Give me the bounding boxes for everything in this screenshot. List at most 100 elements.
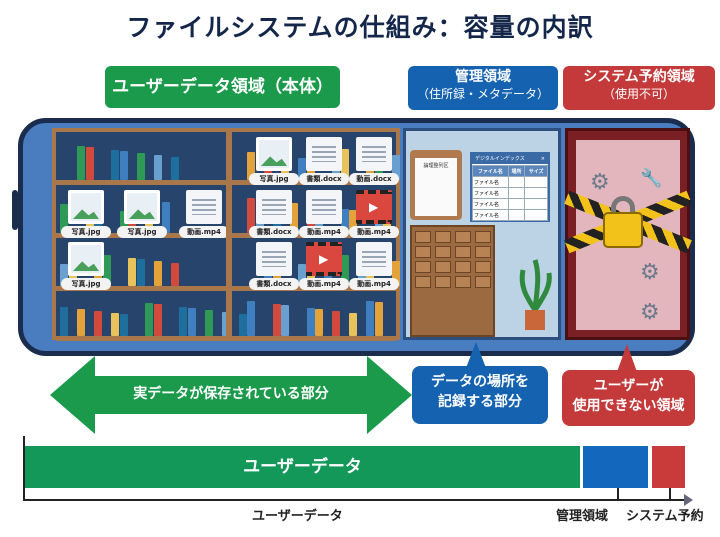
drawer [455,276,471,288]
callout-management: データの場所を 記録する部分 [412,366,548,424]
book [94,311,102,336]
callout-pointer [466,342,486,368]
bar-segment-system [652,446,685,488]
filing-cabinet-icon [410,225,495,337]
book [119,151,128,180]
table-cell: ファイル名 [472,209,509,221]
book [136,153,145,180]
book [349,210,357,233]
table-cell: ファイル名 [472,198,509,210]
book [272,304,281,336]
index-window-title: デジタルインデックス [475,156,525,162]
label-sys-title: システム予約領域 [583,69,695,85]
book [162,202,170,233]
book [340,149,349,180]
page-title: ファイルシステムの仕組み：容量の内訳 [126,13,594,42]
book [298,264,306,286]
file-name-label: 動画.docx [349,173,399,185]
drawer [435,231,451,243]
book [349,313,357,336]
drawer [475,261,491,273]
book [170,263,179,286]
book [306,308,315,336]
file-name-label: 書類.docx [249,226,299,238]
drawer [435,261,451,273]
image-file-icon [68,190,104,224]
book [247,301,255,336]
label-mgmt-sub: （住所録・メタデータ） [416,86,549,101]
label-management-area: 管理領域 （住所録・メタデータ） [408,66,558,110]
axis-y-line [23,436,25,501]
table-cell: ファイル名 [472,187,509,199]
file-name-label: 動画.mp4 [179,226,229,238]
file-name-label: 写真.jpg [117,226,167,238]
drawer [415,276,431,288]
label-user-data-area: ユーザーデータ領域（本体） [105,66,340,108]
video-file-icon [306,242,342,276]
axis-arrow-icon [684,494,693,506]
book [247,152,255,180]
book [85,147,94,180]
callout-line: 記録する部分 [438,394,522,411]
callout-line: データの場所を [431,374,529,390]
document-file-icon [306,137,342,171]
drawer [455,246,471,258]
label-sys-sub: （使用不可） [602,86,675,101]
document-file-icon [356,242,392,276]
book [60,204,68,233]
drawer [435,276,451,288]
book [128,258,136,286]
col-header: ファイル名 [472,165,509,177]
callout-pointer [617,344,637,372]
book [77,146,85,180]
double-arrow-icon [50,356,412,434]
callout-line: 使用できない領域 [572,398,685,415]
book [136,259,145,286]
file-name-label: 写真.jpg [61,226,111,238]
book [247,198,255,233]
video-file-icon [356,190,392,224]
drawer [475,246,491,258]
axis-tick [669,488,671,500]
close-icon: × [540,156,545,162]
file-name-label: 動画.mp4 [349,226,399,238]
book [366,301,374,336]
drawer [415,246,431,258]
callout-system: ユーザーが 使用できない領域 [562,370,695,426]
book [77,309,85,336]
axis-label-system: システム予約 [626,509,704,524]
callout-line: ユーザーが [593,378,664,394]
file-name-label: 書類.docx [299,173,349,185]
plant-icon [519,259,552,330]
label-mgmt-title: 管理領域 [455,69,511,85]
book [281,305,289,336]
col-header: 場所 [507,165,526,177]
book [289,203,298,233]
shelf-divider [226,128,232,340]
file-name-label: 写真.jpg [249,173,299,185]
drawer [455,231,471,243]
file-name-label: 動画.mp4 [299,278,349,290]
axis-label-user-data: ユーザーデータ [252,509,343,524]
clipboard-paper: 論理整列区 [415,158,457,216]
axis-tick [617,488,619,500]
document-file-icon [306,190,342,224]
book [298,158,306,180]
document-file-icon [186,190,222,224]
clipboard-title: 論理整列区 [423,163,449,169]
book [332,311,340,336]
book [153,155,162,180]
drawer [435,246,451,258]
drawer [475,276,491,288]
file-name-label: 写真.jpg [61,278,111,290]
index-table: ファイル名場所サイズ ファイル名 ファイル名 ファイル名 ファイル名 [472,165,548,221]
col-header: サイズ [524,165,548,177]
device-side-button [12,190,18,230]
index-window-titlebar: デジタルインデックス × [472,154,548,164]
table-cell: ファイル名 [472,176,509,188]
document-file-icon [256,242,292,276]
axis-x-line [23,499,686,501]
gear-icon: ⚙ [640,260,660,285]
gear-icon: ⚙ [590,170,610,195]
book [340,209,349,233]
